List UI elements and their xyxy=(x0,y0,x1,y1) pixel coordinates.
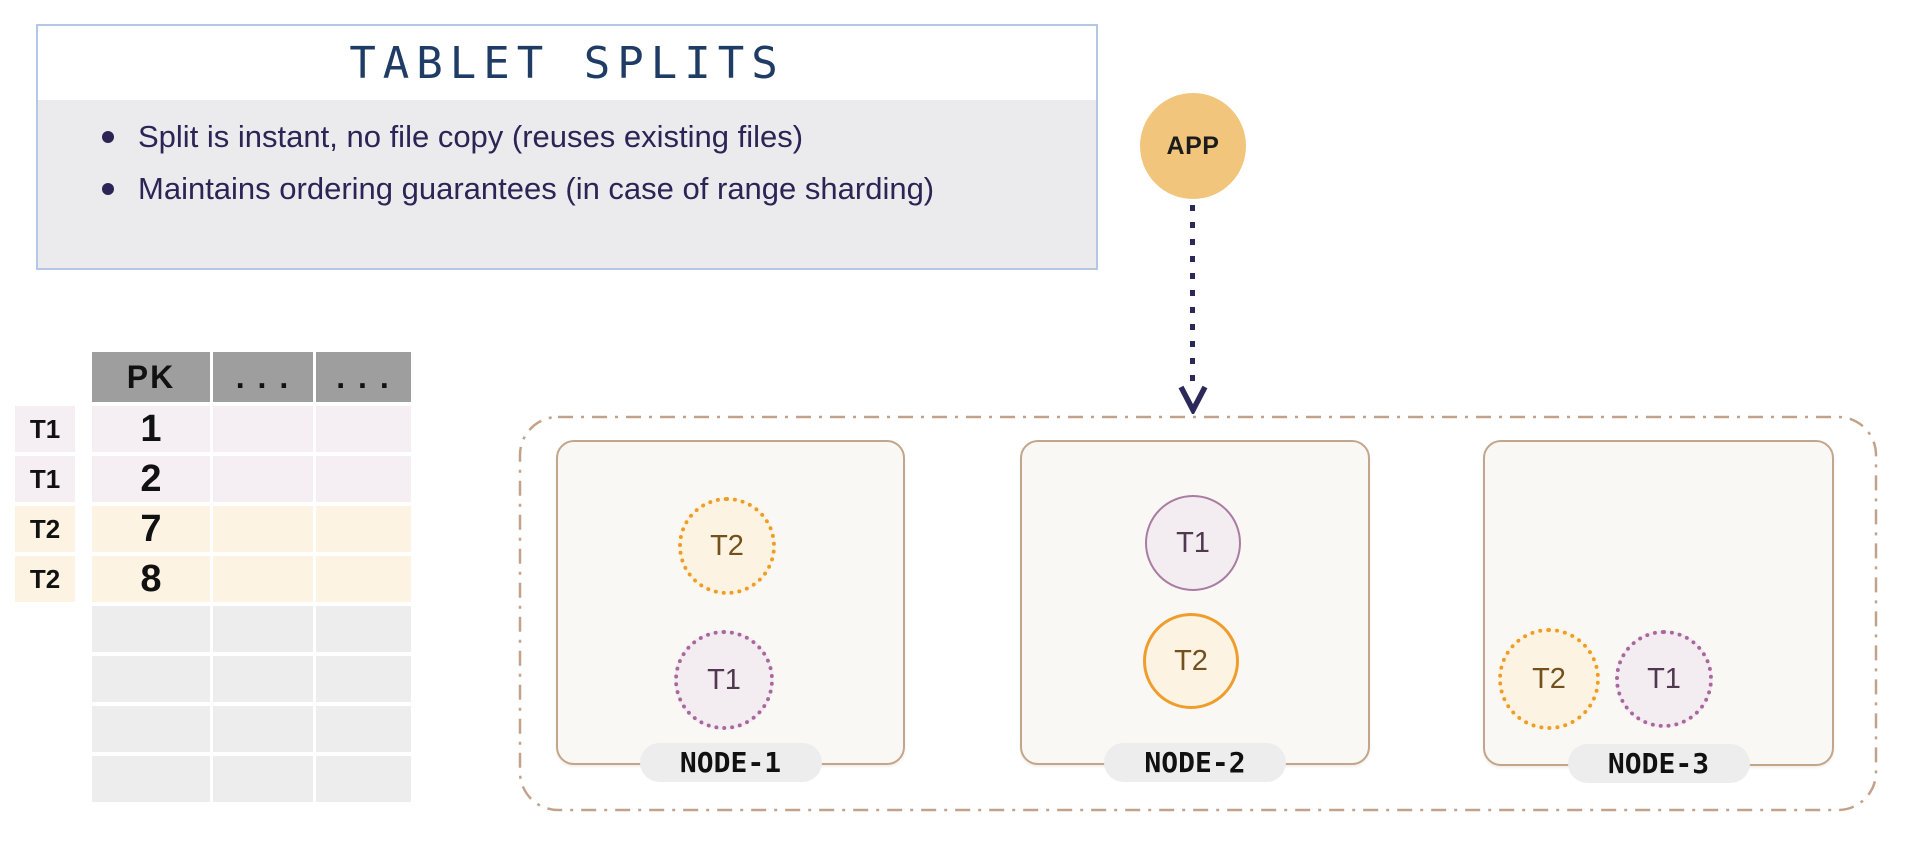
bullet-list: Split is instant, no file copy (reuses e… xyxy=(68,112,1066,214)
row-tablet-label: T1 xyxy=(15,406,75,452)
info-box-body: Split is instant, no file copy (reuses e… xyxy=(38,100,1096,268)
info-box-header: TABLET SPLITS xyxy=(38,26,1096,100)
empty-cell xyxy=(316,706,411,752)
tablet-label: T2 xyxy=(1532,662,1566,695)
table-cell xyxy=(316,556,411,602)
row-tablet-label: T2 xyxy=(15,556,75,602)
table-row-pk: 7 xyxy=(92,506,210,552)
tablet-t2-replica: T2 xyxy=(678,497,776,595)
table-cell xyxy=(213,456,313,502)
empty-cell xyxy=(92,606,210,652)
empty-cell xyxy=(92,706,210,752)
tablet-t1-leader: T1 xyxy=(1145,495,1241,591)
tablet-t2-leader: T2 xyxy=(1143,613,1239,709)
tablet-t1-replica: T1 xyxy=(674,630,774,730)
tablet-label: T2 xyxy=(710,529,744,562)
app-label: APP xyxy=(1166,131,1220,160)
empty-cell xyxy=(213,606,313,652)
table-cell xyxy=(316,456,411,502)
info-box: TABLET SPLITS Split is instant, no file … xyxy=(36,24,1098,270)
label-spacer xyxy=(15,352,75,402)
tablet-label: T1 xyxy=(707,663,741,696)
table-row-pk: 2 xyxy=(92,456,210,502)
column-header-pk: PK xyxy=(92,352,210,402)
node-2: T1 T2 NODE-2 xyxy=(1020,440,1370,782)
table-cell xyxy=(316,506,411,552)
pk-table: T1 T1 T2 T2 PK . . . . . . 1 2 7 8 xyxy=(15,352,411,802)
table-row-pk: 8 xyxy=(92,556,210,602)
tablet-row-labels: T1 T1 T2 T2 xyxy=(15,352,75,802)
tablet-label: T1 xyxy=(1647,662,1681,695)
table-cell xyxy=(316,406,411,452)
empty-cell xyxy=(92,756,210,802)
table-cell xyxy=(213,556,313,602)
table-row-pk: 1 xyxy=(92,406,210,452)
empty-cell xyxy=(316,656,411,702)
tablet-label: T1 xyxy=(1176,526,1210,559)
node-label-pill: NODE-2 xyxy=(1104,743,1286,782)
empty-cell xyxy=(316,756,411,802)
empty-cell xyxy=(92,656,210,702)
empty-cell xyxy=(213,706,313,752)
row-tablet-label: T2 xyxy=(15,506,75,552)
app-node: APP xyxy=(1140,93,1246,199)
cluster-dashdot-border xyxy=(518,415,1878,812)
table-grid: PK . . . . . . 1 2 7 8 xyxy=(92,352,411,802)
table-cell xyxy=(213,506,313,552)
tablet-label: T2 xyxy=(1174,644,1208,677)
row-tablet-label: T1 xyxy=(15,456,75,502)
tablet-t2-replica: T2 xyxy=(1498,628,1600,730)
node-label-pill: NODE-3 xyxy=(1567,744,1750,783)
table-cell xyxy=(213,406,313,452)
column-header-ellipsis: . . . xyxy=(213,352,313,402)
column-header-ellipsis: . . . xyxy=(316,352,411,402)
empty-cell xyxy=(316,606,411,652)
app-to-cluster-arrow-line xyxy=(1190,205,1195,387)
node-1: T2 T1 NODE-1 xyxy=(556,440,905,782)
empty-cell xyxy=(213,656,313,702)
node-3: T2 T1 NODE-3 xyxy=(1483,440,1834,783)
bullet-item: Maintains ordering guarantees (in case o… xyxy=(102,164,1066,214)
node-label-pill: NODE-1 xyxy=(639,743,822,782)
bullet-item: Split is instant, no file copy (reuses e… xyxy=(102,112,1066,162)
cluster-boundary: T2 T1 NODE-1 T1 T2 NODE-2 T2 T1 N xyxy=(518,415,1878,812)
tablet-t1-replica: T1 xyxy=(1615,630,1713,728)
arrow-head-icon xyxy=(1177,384,1209,419)
empty-cell xyxy=(213,756,313,802)
diagram-title: TABLET SPLITS xyxy=(349,37,785,89)
